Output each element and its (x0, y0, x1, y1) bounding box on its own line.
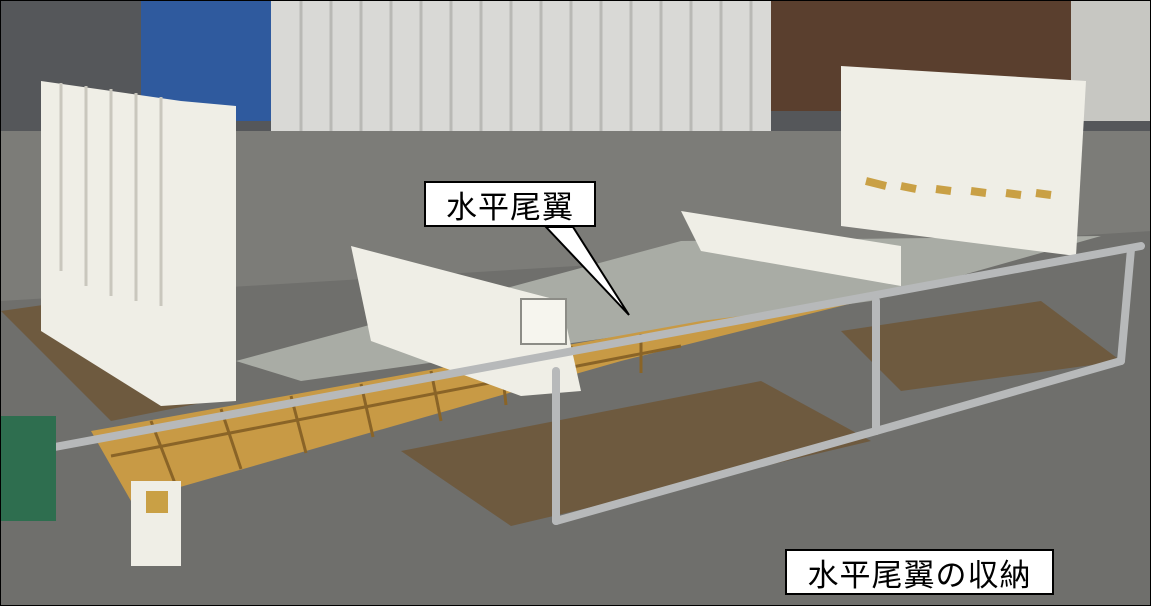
callout-pointer (543, 226, 630, 316)
green-crate (1, 416, 56, 521)
callout-label-top: 水平尾翼 (424, 181, 596, 227)
lattice-frame (91, 301, 861, 501)
left-jig (41, 81, 236, 406)
floor-board-right (841, 301, 1121, 391)
left-jig-slots (59, 83, 163, 306)
callout-label-bottom: 水平尾翼の収納 (785, 549, 1054, 595)
front-support-pad (146, 491, 168, 513)
right-cradle (681, 211, 901, 286)
right-jig-pads (865, 177, 1052, 199)
floor-board-center (401, 381, 871, 526)
center-cradle-block (520, 298, 567, 345)
guard-rail (2, 242, 1145, 525)
right-jig (841, 66, 1086, 256)
